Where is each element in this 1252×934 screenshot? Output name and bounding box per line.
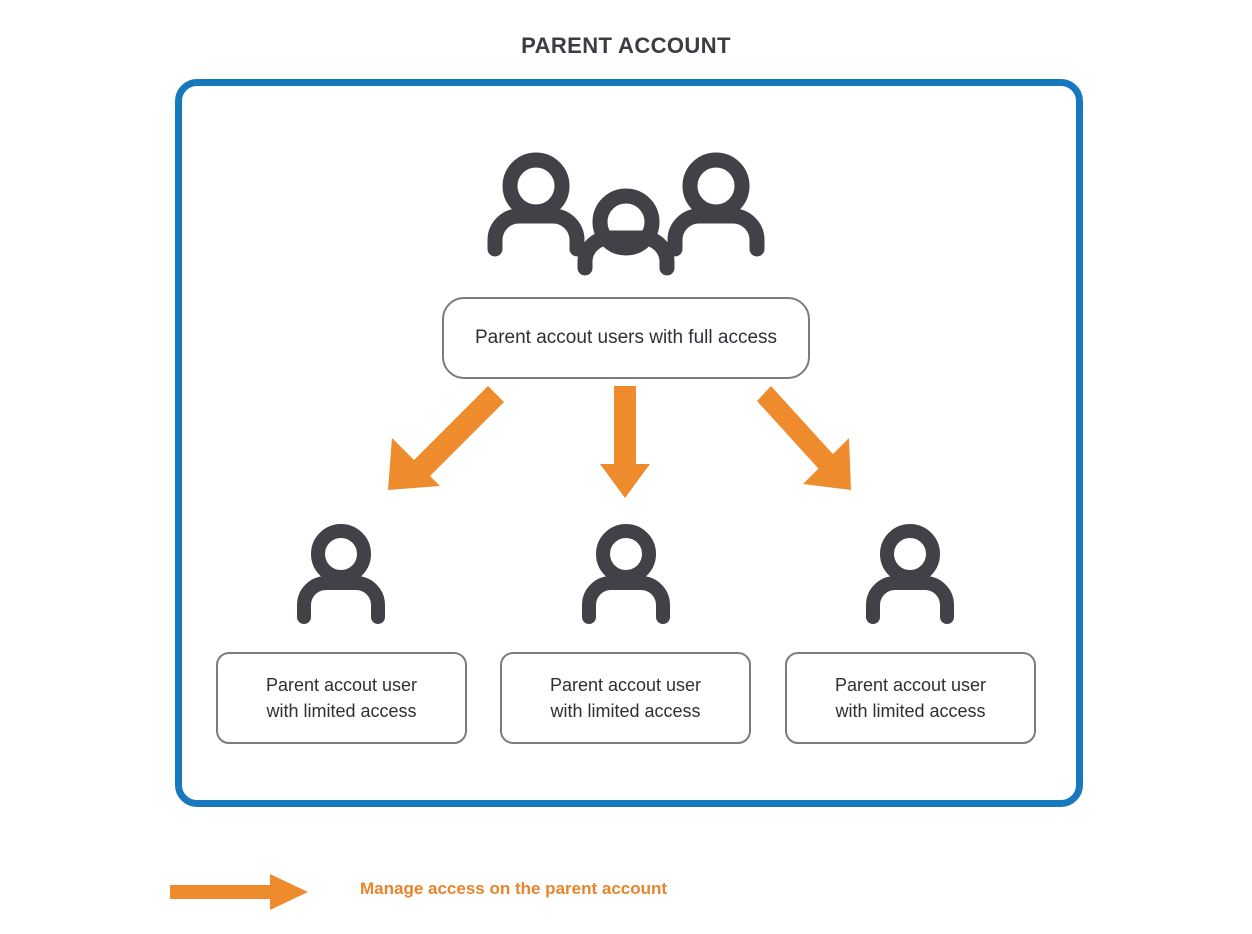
parent-limited-access-box: Parent accout user with limited access (500, 652, 751, 744)
person-icon (866, 524, 954, 624)
parent-full-access-box: Parent accout users with full access (442, 297, 810, 379)
arrow-right-icon (170, 874, 308, 910)
parent-limited-access-label-line2: with limited access (835, 701, 986, 721)
parent-limited-access-label-line1: Parent accout user (834, 674, 987, 695)
parent-limited-access-label-line1: Parent accout user (265, 674, 418, 695)
person-icon (297, 524, 385, 624)
arrow-down-left-icon (388, 386, 504, 490)
person-icon (582, 524, 670, 624)
parent-limited-access-label-line2: with limited access (550, 701, 701, 721)
parent-limited-access-label-line2: with limited access (266, 701, 417, 721)
parent-limited-access-label-line1: Parent accout user (549, 674, 702, 695)
parent-limited-access-box: Parent accout user with limited access (216, 652, 467, 744)
arrow-down-right-icon (757, 386, 851, 490)
legend-label: Manage access on the parent account (360, 879, 668, 898)
group-users-icon (484, 146, 768, 276)
parent-limited-access-box: Parent accout user with limited access (785, 652, 1036, 744)
page-title: PARENT ACCOUNT (521, 33, 731, 58)
parent-full-access-label: Parent accout users with full access (474, 327, 778, 348)
arrow-down-icon (600, 386, 650, 498)
legend: Manage access on the parent account (170, 866, 870, 918)
